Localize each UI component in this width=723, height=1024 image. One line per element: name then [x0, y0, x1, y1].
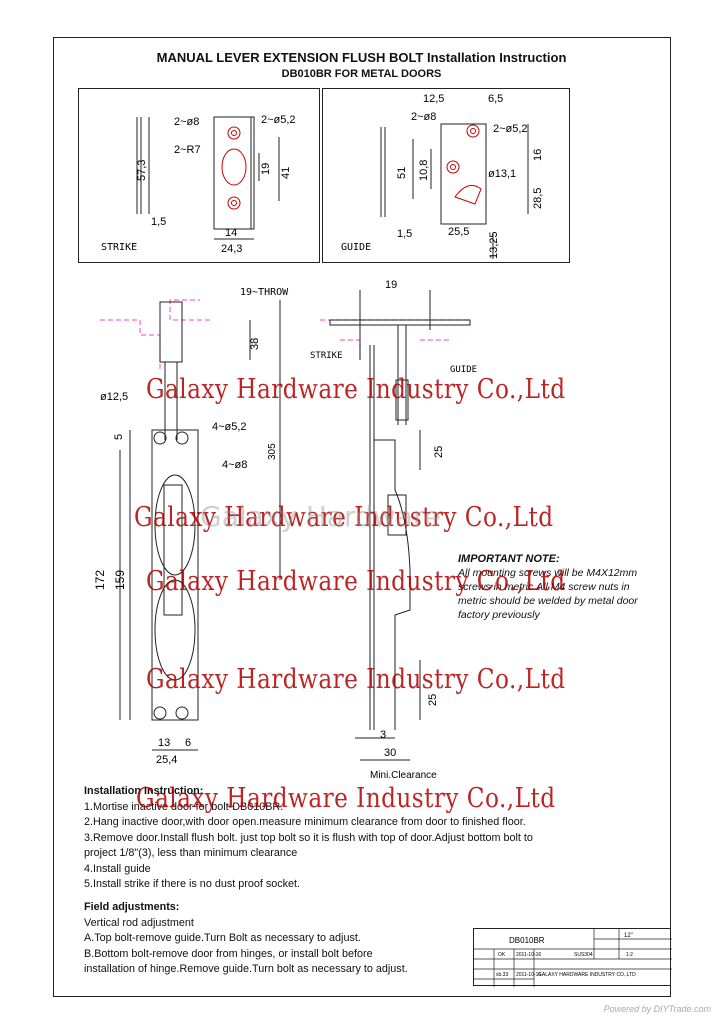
svg-text:24,3: 24,3	[221, 243, 242, 255]
svg-text:12": 12"	[624, 933, 633, 939]
watermark: Galaxy Hardware Industry Co.,Ltd	[134, 502, 554, 533]
svg-text:41: 41	[280, 167, 292, 179]
svg-text:5: 5	[113, 434, 125, 440]
page-title: MANUAL LEVER EXTENSION FLUSH BOLT Instal…	[156, 50, 567, 65]
svg-text:SUS304: SUS304	[574, 952, 593, 958]
svg-text:1,5: 1,5	[151, 216, 166, 228]
svg-text:12,5: 12,5	[423, 93, 444, 105]
guide-label: GUIDE	[341, 242, 371, 253]
title-block: DB010BR 12" OK 2011-10-16 SUS304 1:2 xb.…	[473, 928, 672, 987]
svg-text:2~ø8: 2~ø8	[174, 116, 199, 128]
svg-text:25: 25	[427, 694, 439, 706]
watermark: Galaxy Hardware Industry Co.,Ltd	[146, 664, 566, 695]
bolt-front-drawing: 19~THROW 38 ø12,5 5 4~ø5,2 4~ø8 305 172 …	[93, 287, 289, 766]
svg-text:6,5: 6,5	[488, 93, 503, 105]
svg-text:19: 19	[260, 163, 272, 175]
important-note: IMPORTANT NOTE: All mounting screws will…	[458, 553, 638, 621]
svg-text:GALAXY HARDWARE INDUSTRY CO.,L: GALAXY HARDWARE INDUSTRY CO.,LTD	[538, 972, 636, 978]
instruction-step: 5.Install strike if there is no dust pro…	[84, 878, 301, 890]
svg-text:xb.33: xb.33	[496, 972, 508, 978]
svg-text:4~ø5,2: 4~ø5,2	[212, 421, 247, 433]
svg-text:14: 14	[225, 227, 237, 239]
guide-drawing: 12,5 6,5 2~ø8 2~ø5,2 51 10,8 ø13,1 16 28…	[341, 93, 544, 259]
watermark-ghost: Galaxy Hardware	[200, 500, 442, 533]
svg-text:16: 16	[532, 149, 544, 161]
svg-text:2~ø5,2: 2~ø5,2	[493, 123, 528, 135]
strike-label: STRIKE	[101, 242, 137, 253]
clearance-label: Mini.Clearance	[370, 770, 437, 780]
instruction-step: 1.Mortise inactive door for bolt-DB010BR…	[84, 800, 284, 813]
svg-text:1:2: 1:2	[626, 952, 633, 958]
svg-text:25,4: 25,4	[156, 754, 177, 766]
svg-text:305: 305	[267, 443, 278, 460]
svg-text:30: 30	[384, 747, 396, 759]
svg-text:STRIKE: STRIKE	[310, 351, 343, 361]
svg-text:10,8: 10,8	[418, 160, 430, 181]
svg-text:2011-10-16: 2011-10-16	[516, 972, 541, 978]
svg-text:19: 19	[385, 280, 397, 291]
instruction-step: 2.Hang inactive door,with door open.meas…	[84, 816, 526, 828]
svg-text:172: 172	[93, 570, 107, 590]
footer-credit: Powered by DIYTrade.com	[603, 1004, 711, 1014]
svg-text:25: 25	[433, 446, 445, 458]
svg-text:DB010BR: DB010BR	[509, 936, 545, 945]
field-adjustments: Field adjustments: Vertical rod adjustme…	[84, 900, 464, 978]
page-subtitle: DB010BR FOR METAL DOORS	[281, 68, 442, 80]
svg-text:2011-10-16: 2011-10-16	[516, 952, 541, 958]
title-block-grid: DB010BR 12" OK 2011-10-16 SUS304 1:2 xb.…	[474, 929, 672, 987]
svg-text:ø13,1: ø13,1	[488, 168, 516, 180]
field-line: B.Bottom bolt-remove door from hinges, o…	[84, 947, 373, 960]
svg-text:57,3: 57,3	[136, 160, 148, 181]
svg-text:51: 51	[396, 167, 408, 179]
field-line: installation of hinge.Remove guide.Turn …	[84, 963, 408, 975]
svg-text:159: 159	[113, 570, 127, 590]
svg-text:6: 6	[185, 737, 191, 749]
svg-text:25,5: 25,5	[448, 226, 469, 238]
svg-text:2~R7: 2~R7	[174, 144, 201, 156]
drawing-frame	[53, 37, 671, 997]
svg-text:4~ø8: 4~ø8	[222, 459, 247, 471]
svg-text:2~ø5,2: 2~ø5,2	[261, 114, 296, 126]
svg-text:3: 3	[380, 729, 386, 741]
instruction-step: 4.Install guide	[84, 862, 151, 875]
guide-panel: 12,5 6,5 2~ø8 2~ø5,2 51 10,8 ø13,1 16 28…	[322, 88, 570, 263]
svg-text:2~ø8: 2~ø8	[411, 111, 436, 123]
svg-text:GUIDE: GUIDE	[450, 365, 477, 375]
svg-text:38: 38	[249, 338, 261, 350]
svg-text:OK: OK	[498, 952, 506, 958]
svg-text:13: 13	[158, 737, 170, 749]
field-line: A.Top bolt-remove guide.Turn Bolt as nec…	[84, 932, 361, 944]
svg-text:19~THROW: 19~THROW	[240, 287, 289, 298]
watermark: Galaxy Hardware Industry Co.,Ltd	[136, 783, 556, 814]
bolt-side-drawing: 19 STRIKE GUIDE 25 25 3 30 Mini.Clearanc…	[310, 280, 477, 780]
instruction-step: project 1/8"(3), less than minimum clear…	[84, 847, 298, 859]
svg-text:28,5: 28,5	[532, 188, 544, 209]
watermark: Galaxy Hardware Industry Co.,Ltd	[146, 374, 566, 405]
svg-text:ø12,5: ø12,5	[100, 391, 128, 403]
svg-text:13,25: 13,25	[488, 231, 500, 259]
watermark: Galaxy Hardware Industry Co.,Ltd	[146, 566, 566, 597]
strike-panel: 2~ø8 2~ø5,2 2~R7 57,3 19 41 1,5 14 24,3 …	[78, 88, 320, 263]
strike-drawing: 2~ø8 2~ø5,2 2~R7 57,3 19 41 1,5 14 24,3 …	[101, 114, 296, 255]
instruction-step: 3.Remove door.Install flush bolt. just t…	[84, 831, 533, 844]
installation-instructions: Installation Instruction: 1.Mortise inac…	[84, 784, 533, 893]
svg-text:1,5: 1,5	[397, 228, 412, 240]
